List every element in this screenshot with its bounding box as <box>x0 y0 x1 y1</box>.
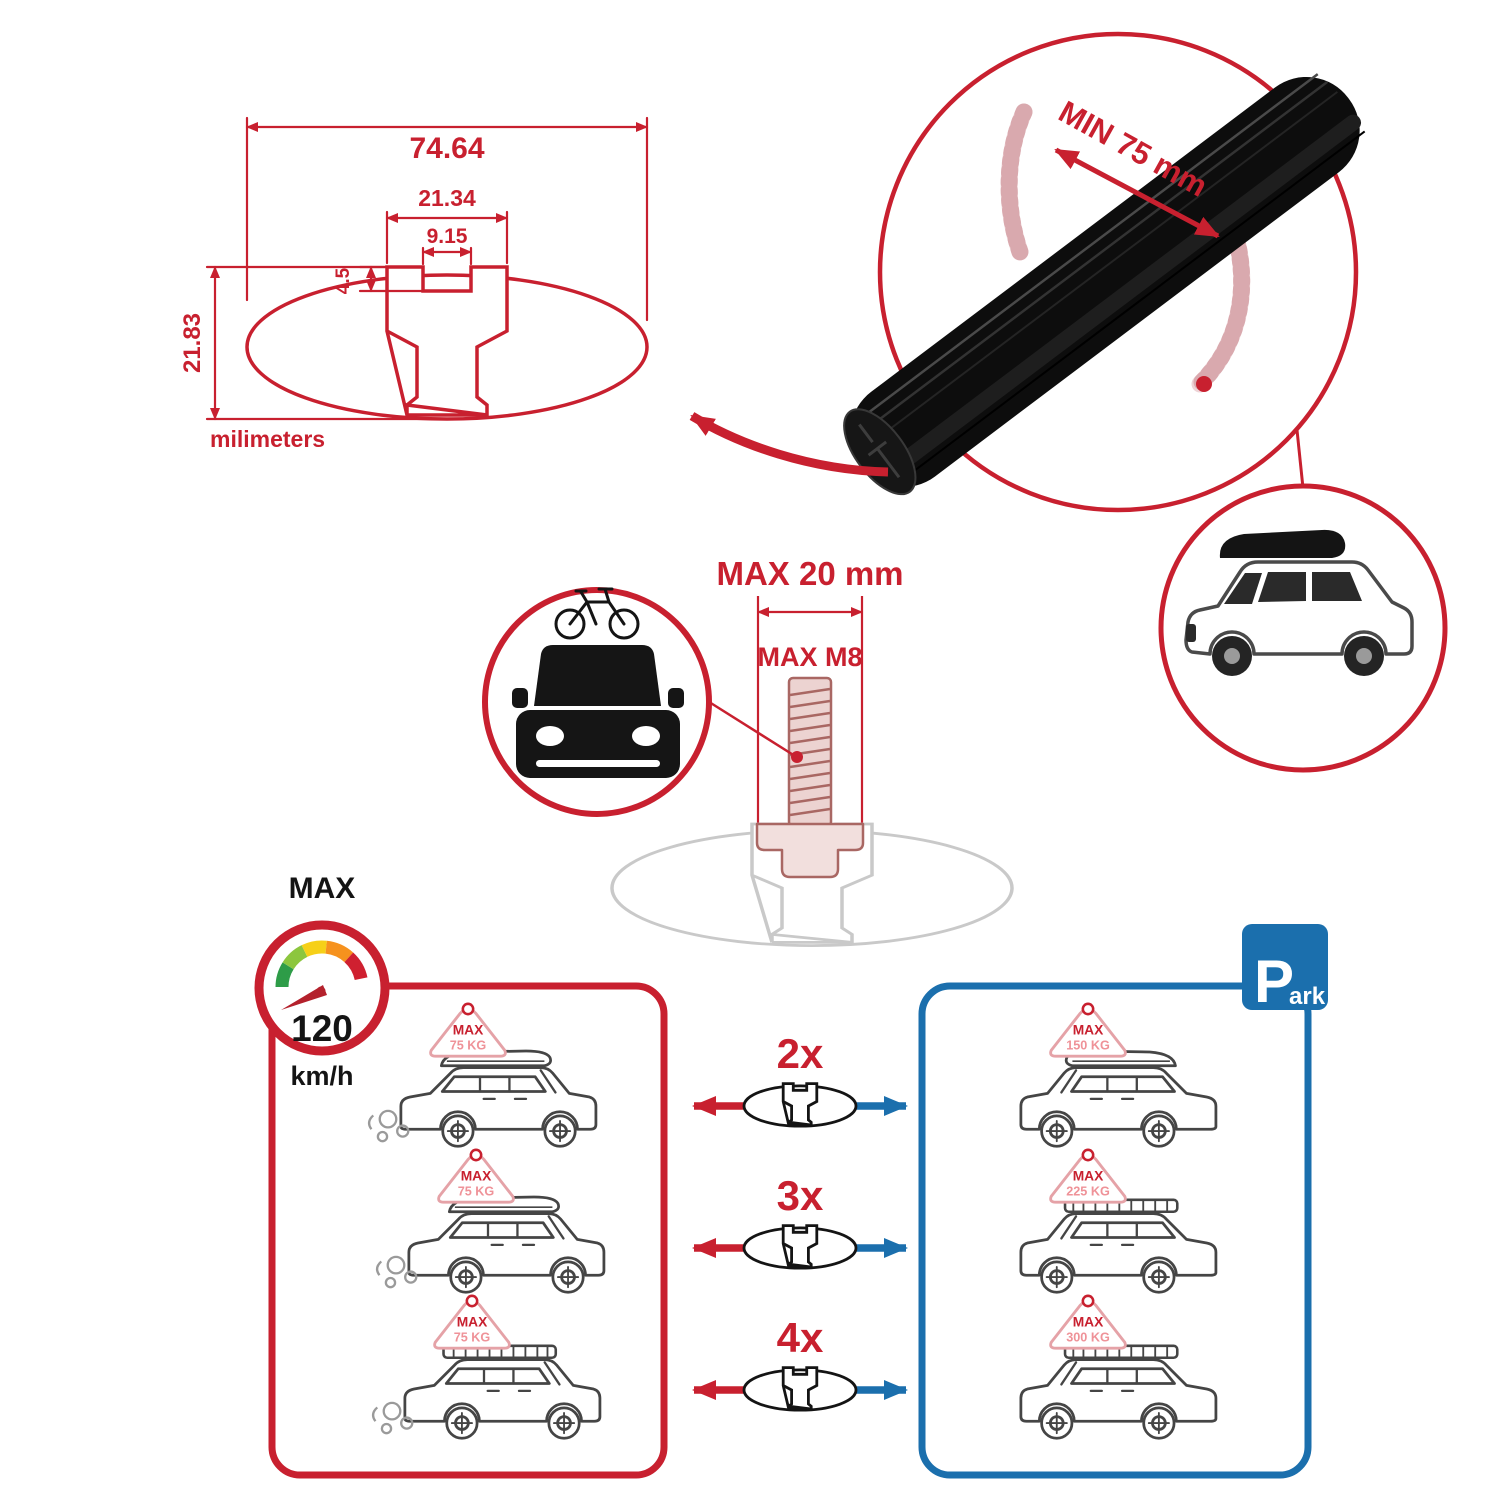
suv-windows <box>1258 572 1362 602</box>
load-tag-max: MAX <box>457 1314 488 1329</box>
load-tag-value: 75 KG <box>454 1330 491 1344</box>
car-headlight-left <box>536 726 564 746</box>
parked-car-row-2: MAX 225 KG <box>1019 1148 1218 1294</box>
parked-car-row-3: MAX 300 KG <box>1019 1294 1218 1440</box>
dim-label-total-width: 74.64 <box>409 132 484 165</box>
callout-connector-line <box>1295 429 1305 489</box>
car-headlight-right <box>632 726 660 746</box>
bolt-leader-dot <box>791 751 803 763</box>
load-tag: MAX 75 KG <box>429 1002 507 1058</box>
car-bike-callout <box>482 587 712 817</box>
clamp-strap-right <box>1191 221 1251 393</box>
load-tag-value: 75 KG <box>458 1184 495 1198</box>
car-front-icon <box>512 645 684 778</box>
load-tag: MAX 75 KG <box>437 1148 515 1204</box>
bolt-dimension-diagram: MAX 20 mm MAX M8 <box>610 555 1014 948</box>
gauge-arc <box>275 940 368 988</box>
multiplier-label: 3x <box>777 1172 824 1219</box>
speed-limit-gauge: MAX 120 km/h <box>254 872 390 1091</box>
cross-section-pointer-arrow <box>689 412 889 477</box>
gauge-needle-hub <box>316 986 326 996</box>
load-tag-value: 150 KG <box>1066 1038 1110 1052</box>
bicycle-icon <box>554 587 640 640</box>
driving-car-row-3: MAX 75 KG <box>371 1294 602 1440</box>
dim-label-slot-depth: 4.5 <box>333 267 354 294</box>
driving-car-row-2: MAX 75 KG <box>375 1148 606 1294</box>
load-tag: MAX 75 KG <box>433 1294 511 1350</box>
car-mirror-right <box>668 688 684 708</box>
bolt-max-width-label: MAX 20 mm <box>716 555 903 592</box>
crossbar-render-callout: MIN 75 mm <box>689 31 1366 513</box>
dim-label-total-height: 21.83 <box>179 313 206 373</box>
bar-quantity-row-2: 3x <box>692 1172 908 1270</box>
load-tag: MAX 150 KG <box>1049 1002 1127 1058</box>
multiplier-label: 4x <box>777 1314 824 1361</box>
park-sign-letter: P <box>1254 948 1294 1015</box>
bolt-leader-line <box>705 698 796 758</box>
car-mirror-left <box>512 688 528 708</box>
bar-quantity-row-1: 2x <box>692 1030 908 1128</box>
min-span-arrow <box>1054 147 1220 239</box>
driving-car-row-1: MAX 75 KG <box>367 1002 598 1148</box>
suv-windshield <box>1224 573 1262 604</box>
units-label: milimeters <box>210 426 325 452</box>
load-tag-value: 75 KG <box>450 1038 487 1052</box>
load-tag-max: MAX <box>1073 1168 1104 1183</box>
bar-quantity-row-3: 4x <box>692 1314 908 1412</box>
bolt-extension-lines <box>756 596 864 848</box>
load-tag-max: MAX <box>1073 1022 1104 1037</box>
load-tag-max: MAX <box>453 1022 484 1037</box>
gauge-needle <box>281 985 327 1010</box>
car-bumper-stripe <box>536 760 660 767</box>
park-sign: P ark <box>1242 924 1328 1015</box>
bolt-threads <box>789 687 831 817</box>
speed-max-title: MAX <box>289 872 356 905</box>
suv-grille <box>1186 624 1196 642</box>
bolt-max-thread-label: MAX M8 <box>757 642 862 672</box>
bolt-t-head <box>755 822 865 879</box>
load-tag-max: MAX <box>1073 1314 1104 1329</box>
dim-label-slot-width: 9.15 <box>427 225 468 248</box>
clamp-strap-left <box>1000 103 1033 261</box>
suv-roofbox-callout <box>1158 483 1448 773</box>
multiplier-label: 2x <box>777 1030 824 1077</box>
dimension-diagram: 74.64 21.34 9.15 4.5 21.83 milimeters <box>179 116 649 452</box>
load-tag: MAX 225 KG <box>1049 1148 1127 1204</box>
load-tag-value: 300 KG <box>1066 1330 1110 1344</box>
load-tag: MAX 300 KG <box>1049 1294 1127 1350</box>
dim-extension-total-height <box>205 265 442 421</box>
parked-car-row-1: MAX 150 KG <box>1019 1002 1218 1148</box>
roof-cargo-box <box>1219 529 1346 558</box>
speed-unit: km/h <box>290 1061 353 1091</box>
crossbar-3d-bar <box>843 73 1366 496</box>
speed-value: 120 <box>291 1008 353 1049</box>
clamp-anchor-dot <box>1196 376 1212 392</box>
dim-extension-total-width <box>245 116 649 322</box>
load-tag-max: MAX <box>461 1168 492 1183</box>
load-tag-value: 225 KG <box>1066 1184 1110 1198</box>
dim-label-channel-width: 21.34 <box>418 185 476 211</box>
park-sign-suffix: ark <box>1289 983 1326 1010</box>
